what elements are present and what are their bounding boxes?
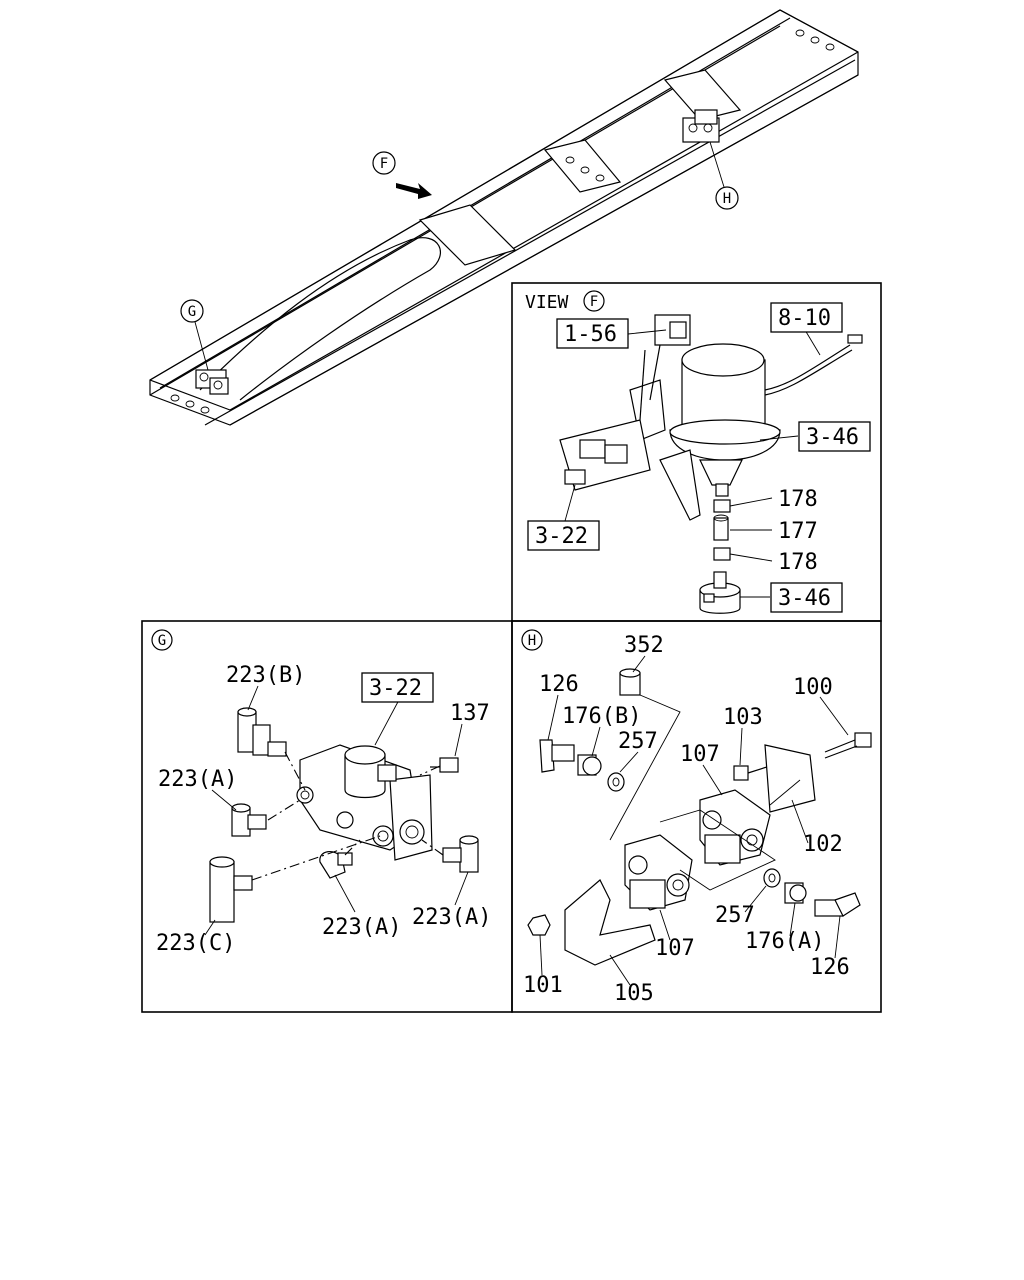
part-label-100: 100 [793, 675, 833, 700]
ref-3-46-lower: 3-46 [778, 586, 831, 611]
part-label-223a-right: 223(A) [412, 905, 491, 930]
part-label-126-upper: 126 [539, 672, 579, 697]
detail-h-title-marker: H [528, 633, 536, 649]
part-label-257-lower: 257 [715, 903, 755, 928]
view-f-header: VIEW F [525, 290, 605, 313]
view-direction-arrow [396, 183, 432, 199]
ref-1-56: 1-56 [564, 322, 617, 347]
view-f-title: VIEW [525, 292, 569, 313]
view-f-leaders [564, 329, 821, 598]
part-label-223a-left: 223(A) [158, 767, 237, 792]
detail-g-header: G [151, 629, 173, 651]
ref-box [556, 318, 629, 349]
cross-member [663, 69, 742, 121]
view-f-spacer-parts [699, 499, 741, 614]
part-label-101: 101 [523, 973, 563, 998]
detail-g-callout: G [180, 299, 209, 371]
part-label-105: 105 [614, 981, 654, 1006]
detail-g-leaders [204, 685, 469, 936]
ref-3-22-detail: 3-22 [369, 676, 422, 701]
detail-g-callouts: 3-22 223(B) 223(A) 137 223(C) 223(A) 223… [156, 663, 491, 956]
rail-holes [170, 29, 835, 414]
ref-box [798, 421, 871, 452]
part-label-107-lower: 107 [655, 936, 695, 961]
ref-3-22: 3-22 [535, 524, 588, 549]
detail-g-title-marker: G [158, 633, 166, 649]
part-label-102: 102 [803, 832, 843, 857]
detail-h-valve-illustration [527, 668, 872, 966]
detail-h-panel [511, 620, 882, 1013]
chassis-frame-illustration [149, 9, 859, 426]
ref-box [770, 582, 843, 613]
view-f-indicator: F [372, 151, 432, 199]
part-label-223c: 223(C) [156, 931, 235, 956]
detail-h-header: H [521, 629, 543, 651]
cross-member [418, 204, 517, 266]
detail-g-valve-illustration [209, 707, 479, 923]
part-label-178-lower: 178 [778, 550, 818, 575]
part-label-137: 137 [450, 701, 490, 726]
detail-h-leaders [539, 655, 849, 986]
view-f-valve-assembly [559, 314, 863, 521]
part-label-177: 177 [778, 519, 818, 544]
detail-h-callouts: 352 126 176(B) 257 107 103 100 102 257 1… [523, 633, 850, 1006]
part-label-126-lower: 126 [810, 955, 850, 980]
detail-h-callout: H [709, 141, 739, 210]
part-label-103: 103 [723, 705, 763, 730]
part-label-257-upper: 257 [618, 729, 658, 754]
view-f-title-marker: F [590, 294, 598, 310]
ref-box [527, 520, 600, 551]
ref-box [361, 672, 434, 703]
ref-3-46-upper: 3-46 [806, 425, 859, 450]
cross-member [543, 139, 622, 193]
frame-valve-cluster-h [682, 109, 720, 143]
ref-box [770, 302, 843, 333]
detail-g-letter: G [188, 304, 196, 320]
part-label-223b: 223(B) [226, 663, 305, 688]
ref-8-10: 8-10 [778, 306, 831, 331]
part-label-178-upper: 178 [778, 487, 818, 512]
part-label-107-upper: 107 [680, 742, 720, 767]
part-label-176a: 176(A) [745, 929, 824, 954]
part-label-223a-center: 223(A) [322, 915, 401, 940]
part-label-352: 352 [624, 633, 664, 658]
view-f-callouts: 1-56 8-10 3-46 3-22 3-46 178 177 178 [527, 302, 871, 613]
part-label-176b: 176(B) [562, 704, 641, 729]
air-dryer-illustration [669, 343, 781, 497]
frame-valve-cluster-g [195, 369, 229, 395]
view-f-circle [372, 151, 396, 175]
detail-h-letter: H [723, 191, 731, 207]
view-f-letter: F [380, 156, 388, 172]
